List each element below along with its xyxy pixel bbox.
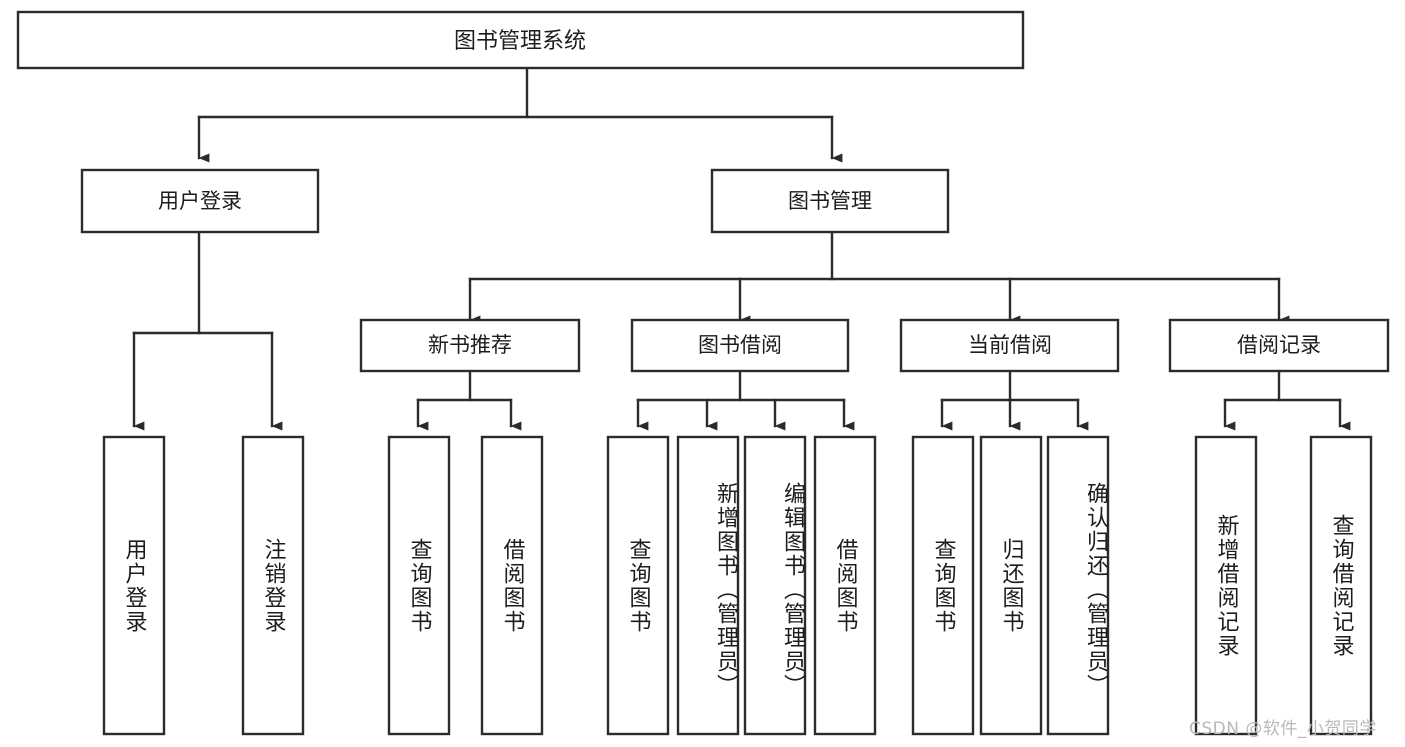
- node-book-manage-label: 图书管理: [788, 189, 872, 213]
- node-borrow-record-label: 借阅记录: [1237, 333, 1321, 357]
- node-book-borrow-box[interactable]: [630, 318, 850, 373]
- node-user-login-label: 用户登录: [158, 189, 242, 213]
- leaf-box-query-record[interactable]: [1309, 435, 1373, 736]
- node-user-login[interactable]: 用户登录: [80, 168, 320, 234]
- leaf-box-user-login[interactable]: [102, 435, 166, 736]
- node-root-box[interactable]: [16, 10, 1025, 70]
- node-book-borrow[interactable]: 图书借阅: [630, 318, 850, 373]
- node-borrow-record-box[interactable]: [1168, 318, 1390, 373]
- leaf-box-query-book-3[interactable]: [911, 435, 975, 736]
- node-new-book-recommend[interactable]: 新书推荐: [359, 318, 581, 373]
- node-user-login-box[interactable]: [80, 168, 320, 234]
- node-root-label: 图书管理系统: [454, 29, 586, 54]
- node-book-manage[interactable]: 图书管理: [710, 168, 950, 234]
- leaf-box-logout[interactable]: [241, 435, 305, 736]
- leaf-box-query-book-2[interactable]: [606, 435, 670, 736]
- leaf-box-borrow-book-2[interactable]: [813, 435, 877, 736]
- leaf-box-confirm-return[interactable]: [1046, 435, 1110, 736]
- node-current-borrow-box[interactable]: [899, 318, 1120, 373]
- leaf-box-query-book-1[interactable]: [387, 435, 451, 736]
- node-book-manage-box[interactable]: [710, 168, 950, 234]
- node-current-borrow[interactable]: 当前借阅: [899, 318, 1120, 373]
- leaf-box-add-book[interactable]: [676, 435, 740, 736]
- leaf-box-edit-book[interactable]: [743, 435, 807, 736]
- node-borrow-record[interactable]: 借阅记录: [1168, 318, 1390, 373]
- node-current-borrow-label: 当前借阅: [968, 333, 1052, 357]
- node-new-book-recommend-label: 新书推荐: [428, 333, 512, 357]
- node-root[interactable]: 图书管理系统: [16, 10, 1025, 70]
- leaf-box-return-book[interactable]: [979, 435, 1043, 736]
- node-book-borrow-label: 图书借阅: [698, 333, 782, 357]
- watermark-text: CSDN @软件_小贺同学: [1189, 719, 1377, 739]
- leaf-box-borrow-book-1[interactable]: [480, 435, 544, 736]
- node-new-book-recommend-box[interactable]: [359, 318, 581, 373]
- leaf-box-add-record[interactable]: [1194, 435, 1258, 736]
